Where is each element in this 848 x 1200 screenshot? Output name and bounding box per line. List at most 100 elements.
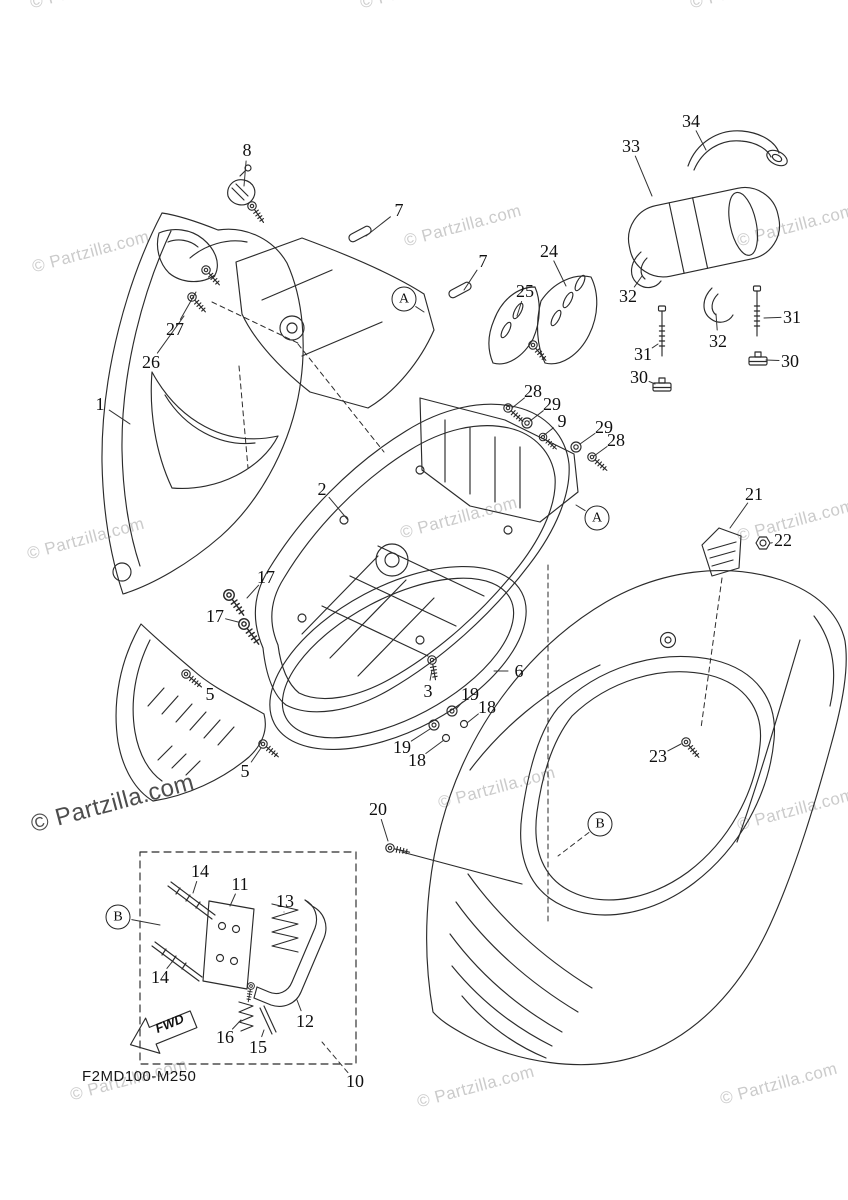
callout-32[interactable]: 32: [709, 331, 727, 351]
callout-33[interactable]: 33: [622, 136, 640, 156]
leader-line: [156, 315, 185, 354]
callout-28[interactable]: 28: [524, 381, 542, 401]
callout-7[interactable]: 7: [478, 251, 488, 271]
callout-17[interactable]: 17: [206, 606, 224, 626]
part-console-tray: [419, 397, 579, 523]
leader-line: [328, 496, 349, 521]
leader-line: [166, 961, 173, 969]
callout-18[interactable]: 18: [478, 697, 496, 717]
callout-a[interactable]: A: [391, 286, 417, 312]
callout-28[interactable]: 28: [607, 430, 625, 450]
hardware-fasteners: [179, 586, 469, 761]
part-deck-panel: [235, 237, 435, 409]
callout-19[interactable]: 19: [461, 684, 479, 704]
leader-line: [429, 669, 433, 681]
callout-29[interactable]: 29: [543, 394, 561, 414]
callout-5[interactable]: 5: [205, 684, 215, 704]
callout-20[interactable]: 20: [369, 799, 387, 819]
part-latch-bracket: [701, 527, 771, 577]
callout-15[interactable]: 15: [249, 1037, 267, 1057]
leader-lines: [108, 130, 782, 1074]
callout-11[interactable]: 11: [231, 874, 249, 894]
callout-22[interactable]: 22: [774, 530, 792, 550]
leader-line: [648, 380, 656, 385]
leader-line: [261, 1029, 265, 1038]
part-seal-ring: [269, 565, 527, 751]
leader-line: [246, 584, 260, 599]
leader-line: [108, 409, 131, 425]
leader-line: [192, 881, 198, 894]
diagram-code-label: F2MD100-M250: [82, 1068, 197, 1085]
leader-line: [380, 819, 389, 842]
callout-16[interactable]: 16: [216, 1027, 234, 1047]
callout-31[interactable]: 31: [634, 344, 652, 364]
part-mirror-bracket: [227, 164, 268, 226]
callout-1[interactable]: 1: [95, 394, 105, 414]
leader-line: [229, 893, 236, 907]
leader-line: [250, 747, 262, 763]
part-engine-hatch: [254, 403, 570, 713]
callout-8[interactable]: 8: [242, 140, 252, 160]
callout-14[interactable]: 14: [151, 967, 169, 987]
leader-line: [579, 432, 596, 445]
leader-line: [553, 260, 567, 287]
part-plate: [202, 900, 255, 990]
leader-line: [557, 832, 590, 857]
callout-a[interactable]: A: [584, 505, 610, 531]
callout-9[interactable]: 9: [557, 411, 567, 431]
part-spring: [271, 903, 299, 953]
leader-line: [225, 618, 239, 623]
callout-19[interactable]: 19: [393, 737, 411, 757]
callout-23[interactable]: 23: [649, 746, 667, 766]
callout-14[interactable]: 14: [191, 861, 209, 881]
part-hook: [703, 287, 734, 323]
leader-line: [516, 301, 523, 317]
leader-line: [633, 275, 643, 288]
part-hood-bracket: [156, 229, 224, 316]
leader-line: [695, 130, 707, 151]
fwd-arrow: [129, 1010, 198, 1054]
callout-3[interactable]: 3: [423, 681, 433, 701]
callout-18[interactable]: 18: [408, 750, 426, 770]
leader-line: [455, 701, 463, 710]
callout-30[interactable]: 30: [630, 367, 648, 387]
callout-32[interactable]: 32: [619, 286, 637, 306]
callout-31[interactable]: 31: [783, 307, 801, 327]
leader-line: [593, 446, 608, 457]
part-hull: [384, 569, 847, 1066]
part-side-plates: [488, 274, 598, 365]
callout-21[interactable]: 21: [745, 484, 763, 504]
callout-34[interactable]: 34: [682, 111, 700, 131]
callout-13[interactable]: 13: [276, 891, 294, 911]
callout-30[interactable]: 30: [781, 351, 799, 371]
callout-6[interactable]: 6: [514, 661, 524, 681]
callout-10[interactable]: 10: [346, 1071, 364, 1091]
part-lever: [253, 905, 327, 1007]
callout-b[interactable]: B: [587, 811, 613, 837]
leader-line: [463, 269, 478, 291]
leader-line: [529, 410, 544, 422]
leader-line: [466, 713, 479, 724]
leader-line: [191, 678, 202, 688]
callout-7[interactable]: 7: [394, 200, 404, 220]
callout-17[interactable]: 17: [257, 567, 275, 587]
leader-line: [651, 343, 659, 349]
callout-5[interactable]: 5: [240, 761, 250, 781]
callout-29[interactable]: 29: [595, 417, 613, 437]
part-front-hood: [101, 212, 304, 595]
callout-25[interactable]: 25: [516, 281, 534, 301]
leader-line: [296, 999, 302, 1012]
callout-26[interactable]: 26: [142, 352, 160, 372]
callout-24[interactable]: 24: [540, 241, 558, 261]
callout-27[interactable]: 27: [166, 319, 184, 339]
callout-b[interactable]: B: [105, 904, 131, 930]
part-clips: [348, 225, 472, 299]
callout-12[interactable]: 12: [296, 1011, 314, 1031]
assembly-box: [139, 851, 357, 1065]
part-spring-small: [238, 1001, 254, 1032]
callout-2[interactable]: 2: [317, 479, 327, 499]
leader-line: [415, 306, 425, 313]
